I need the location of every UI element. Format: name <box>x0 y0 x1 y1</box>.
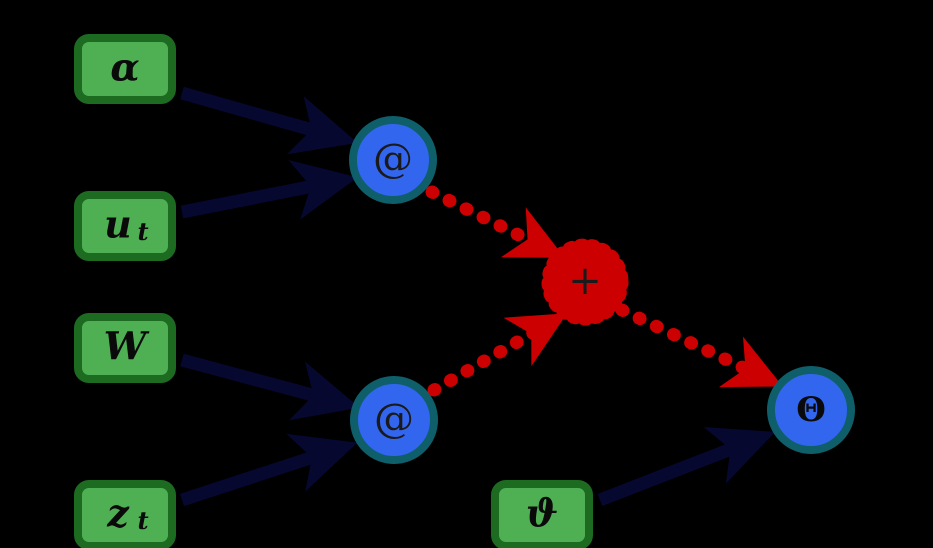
node-circle-dotted[interactable] <box>541 238 629 326</box>
node-label-vartheta: ϑ <box>526 491 558 536</box>
op-label-theta: Θ <box>796 390 826 430</box>
input-node-z-t[interactable]: 𝒛 t <box>74 480 176 548</box>
edge-add-to-theta <box>615 303 783 388</box>
node-box[interactable] <box>74 313 176 383</box>
op-label-matmul: @ <box>373 136 413 182</box>
edge-matmul-top-to-add <box>425 185 565 258</box>
op-label-matmul: @ <box>374 396 414 442</box>
edge-w-to-matmul-bottom <box>180 353 360 421</box>
edge-matmul-bottom-to-add <box>427 313 568 397</box>
op-node-add[interactable]: + <box>541 238 629 326</box>
node-label-z-subscript: t <box>137 506 148 535</box>
node-box[interactable] <box>74 480 176 548</box>
op-node-matmul-top[interactable]: @ <box>349 116 437 204</box>
op-label-add: + <box>568 258 602 304</box>
node-label-w: W <box>104 324 150 369</box>
edge-group-dotted <box>425 185 783 397</box>
input-node-vartheta[interactable]: ϑ <box>491 480 593 548</box>
node-label-z: 𝒛 <box>106 491 130 536</box>
input-node-alpha[interactable]: α <box>74 34 176 104</box>
node-box[interactable] <box>74 34 176 104</box>
node-label-u: 𝒖 <box>104 202 132 247</box>
node-box[interactable] <box>74 191 176 261</box>
node-label-u-subscript: t <box>137 217 148 246</box>
edge-alpha-to-matmul-top <box>180 86 358 155</box>
op-node-matmul-bottom[interactable]: @ <box>350 376 438 464</box>
edge-vartheta-to-theta <box>597 427 776 507</box>
node-circle[interactable] <box>349 116 437 204</box>
edge-group-solid <box>179 86 776 507</box>
node-circle[interactable] <box>767 366 855 454</box>
edge-zt-to-matmul-bottom <box>179 433 358 507</box>
input-node-u-t[interactable]: 𝒖 t <box>74 191 176 261</box>
node-circle[interactable] <box>350 376 438 464</box>
node-label-alpha: α <box>110 45 139 90</box>
node-box[interactable] <box>491 480 593 548</box>
edge-ut-to-matmul-top <box>180 159 358 220</box>
input-node-w[interactable]: W <box>74 313 176 383</box>
op-node-theta[interactable]: Θ <box>767 366 855 454</box>
